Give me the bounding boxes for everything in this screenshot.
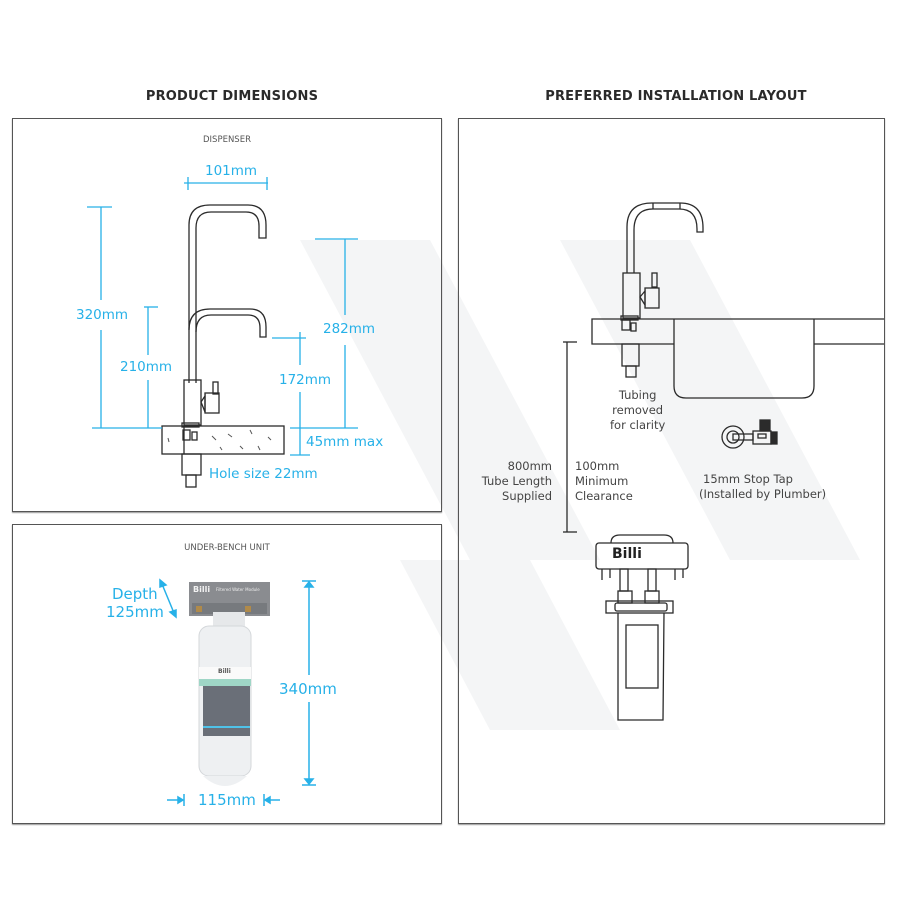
installation-panel (458, 118, 885, 824)
total-height-dimension: 320mm (76, 307, 129, 323)
installation-layout-heading: PREFERRED INSTALLATION LAYOUT (545, 89, 807, 104)
short-spout (188, 308, 267, 338)
depth-label: Depth (112, 585, 158, 603)
installed-under-bench-unit (595, 534, 689, 721)
unit-height-dimension: 340mm (279, 680, 337, 698)
dispenser-panel: DISPENSER (12, 118, 442, 512)
hole-size-dimension: Hole size 22mm (209, 466, 318, 482)
outlet-height-dimension: 282mm (323, 321, 376, 337)
clearance-note: 100mm Minimum Clearance (575, 459, 633, 503)
lower-outlet-dimension: 172mm (279, 372, 332, 388)
under-bench-label: UNDER-BENCH UNIT (184, 543, 270, 553)
unit-width-dimension: 115mm (198, 791, 256, 809)
bench-thickness-dimension: 45mm max (306, 434, 384, 450)
under-bench-panel: UNDER-BENCH UNIT (12, 524, 442, 824)
spout-height-dimension: 210mm (120, 359, 173, 375)
module-brand: Billi (193, 585, 211, 594)
spout-reach-dimension: 101mm (205, 163, 258, 179)
depth-dimension: 125mm (106, 603, 164, 621)
tall-spout (188, 204, 267, 383)
installed-spout (626, 202, 704, 273)
filter-brand: Billi (218, 668, 231, 675)
tube-length-note: 800mm Tube Length Supplied (481, 459, 552, 503)
module-text: Filtered Water Module (216, 587, 260, 592)
product-dimensions-heading: PRODUCT DIMENSIONS (145, 89, 319, 104)
stop-tap-note: 15mm Stop Tap (Installed by Plumber) (699, 472, 827, 501)
dispenser-label: DISPENSER (203, 135, 251, 145)
sink-bowl (673, 319, 815, 399)
tubing-note: Tubing removed for clarity (610, 388, 666, 432)
installed-unit-brand: Billi (612, 546, 642, 562)
stop-tap-icon (721, 419, 778, 449)
benchtop (161, 425, 285, 455)
